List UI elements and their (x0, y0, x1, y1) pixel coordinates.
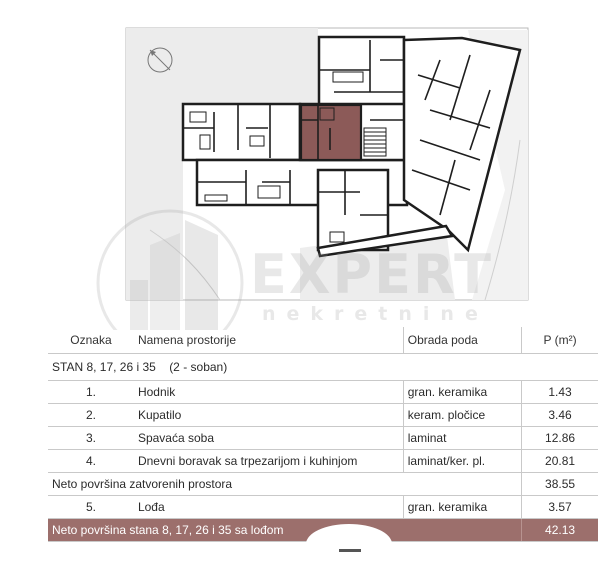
row-area: 1.43 (521, 380, 598, 404)
row-room: Kupatilo (133, 403, 404, 427)
fixtures (189, 71, 364, 243)
row-floor: gran. keramika (402, 495, 522, 519)
handle-bar (339, 549, 361, 552)
header-room: Namena prostorije (133, 327, 404, 354)
net-closed-label: Neto površina zatvorenih prostora (48, 472, 522, 496)
row-room: Dnevni boravak sa trpezarijom i kuhinjom (133, 449, 404, 473)
row-number: 2. (48, 403, 134, 427)
row-floor: keram. pločice (402, 403, 522, 427)
unit-title-row: STAN 8, 17, 26 i 35 (2 - soban) (48, 353, 598, 381)
table-row: 1. Hodnik gran. keramika 1.43 (48, 380, 598, 404)
net-closed-area: 38.55 (521, 472, 598, 496)
header-area: P (m²) (521, 327, 598, 354)
header-code: Oznaka (48, 327, 134, 354)
floor-plan-drawing (125, 27, 529, 301)
row-number: 1. (48, 380, 134, 404)
room-area-table: Oznaka Namena prostorije Obrada poda P (… (48, 327, 598, 542)
scroll-handle[interactable] (306, 524, 392, 564)
total-row: Neto površina stana 8, 17, 26 i 35 sa lo… (48, 518, 598, 542)
terrain-right (468, 30, 528, 300)
total-area: 42.13 (521, 518, 598, 542)
floor-plan (125, 27, 529, 301)
row-number: 4. (48, 449, 134, 473)
unit-title-cell: STAN 8, 17, 26 i 35 (2 - soban) (48, 353, 598, 381)
interior-walls (183, 40, 491, 235)
north-arrow-icon (147, 47, 173, 73)
unit-title: STAN 8, 17, 26 i 35 (52, 360, 156, 374)
table-row: 3. Spavaća soba laminat 12.86 (48, 426, 598, 450)
table-row: 5. Lođa gran. keramika 3.57 (48, 495, 598, 519)
row-room: Lođa (133, 495, 404, 519)
unit-type: (2 - soban) (169, 360, 228, 374)
row-floor: laminat (402, 426, 522, 450)
row-area: 12.86 (521, 426, 598, 450)
highlighted-apartment (299, 103, 363, 162)
table-row: 2. Kupatilo keram. pločice 3.46 (48, 403, 598, 427)
staircase (363, 127, 387, 157)
terrain-left (126, 28, 318, 300)
row-area: 3.46 (521, 403, 598, 427)
row-room: Spavaća soba (133, 426, 404, 450)
total-label: Neto površina stana 8, 17, 26 i 35 sa lo… (48, 518, 522, 542)
table-row: 4. Dnevni boravak sa trpezarijom i kuhin… (48, 449, 598, 473)
row-area: 3.57 (521, 495, 598, 519)
table-header-row: Oznaka Namena prostorije Obrada poda P (… (48, 327, 598, 354)
header-floor: Obrada poda (402, 327, 522, 354)
net-closed-row: Neto površina zatvorenih prostora 38.55 (48, 472, 598, 496)
row-number: 5. (48, 495, 134, 519)
path-line (149, 229, 221, 301)
row-room: Hodnik (133, 380, 404, 404)
row-area: 20.81 (521, 449, 598, 473)
row-floor: gran. keramika (402, 380, 522, 404)
row-number: 3. (48, 426, 134, 450)
path-line-right (484, 139, 521, 301)
row-floor: laminat/ker. pl. (402, 449, 522, 473)
